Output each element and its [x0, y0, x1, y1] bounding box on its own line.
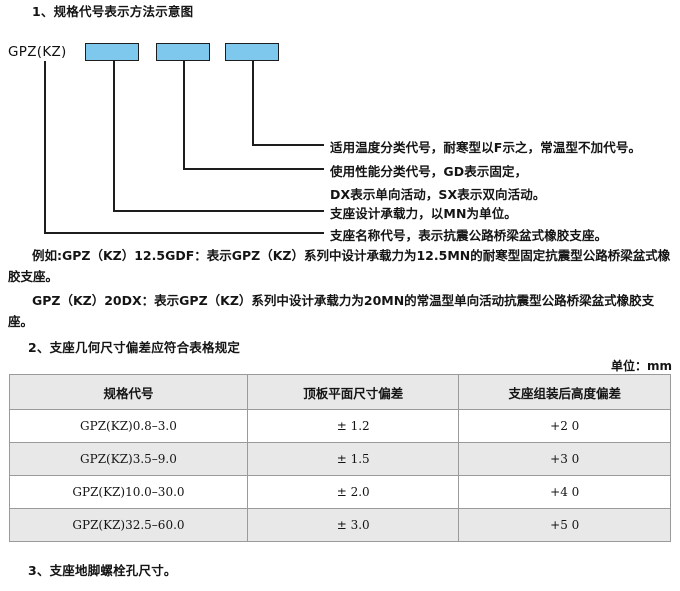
leader-line-2-vertical — [113, 61, 115, 211]
cell-height-tolerance: +2 0 — [458, 409, 671, 443]
cell-height-tolerance: +4 0 — [458, 475, 671, 509]
annotation-temperature-class: 适用温度分类代号，耐寒型以F示之，常温型不加代号。 — [330, 140, 642, 155]
annotation-design-load: 支座设计承载力，以MN为单位。 — [330, 206, 517, 221]
cell-spec-code: GPZ(KZ)0.8–3.0 — [9, 409, 248, 443]
leader-line-1-horizontal — [44, 232, 324, 234]
table-row: GPZ(KZ)3.5–9.0 ± 1.5 +3 0 — [9, 442, 671, 476]
example-paragraph-1: 例如:GPZ（KZ）12.5GDF：表示GPZ（KZ）系列中设计承载力为12.5… — [8, 248, 671, 284]
cell-height-tolerance: +3 0 — [458, 442, 671, 476]
table-row: GPZ(KZ)32.5–60.0 ± 3.0 +5 0 — [9, 508, 671, 542]
leader-line-3-vertical — [183, 61, 185, 169]
annotation-performance-class-cont: DX表示单向活动，SX表示双向活动。 — [330, 187, 546, 202]
cell-spec-code: GPZ(KZ)32.5–60.0 — [9, 508, 248, 542]
table-header-assembled-height-tolerance: 支座组装后高度偏差 — [458, 374, 671, 410]
table-header-top-plate-tolerance: 顶板平面尺寸偏差 — [246, 374, 460, 410]
leader-line-1-vertical — [44, 61, 46, 233]
dimension-tolerance-table: 规格代号 顶板平面尺寸偏差 支座组装后高度偏差 GPZ(KZ)0.8–3.0 ±… — [9, 374, 671, 542]
cell-top-plate-tolerance: ± 3.0 — [246, 508, 460, 542]
leader-line-2-horizontal — [113, 210, 324, 212]
cell-top-plate-tolerance: ± 2.0 — [246, 475, 460, 509]
section-2-title: 2、支座几何尺寸偏差应符合表格规定 — [28, 340, 241, 355]
code-label-gpzkz: GPZ(KZ) — [8, 44, 67, 60]
annotation-performance-class: 使用性能分类代号，GD表示固定， — [330, 164, 528, 179]
table-row: GPZ(KZ)0.8–3.0 ± 1.2 +2 0 — [9, 409, 671, 443]
leader-line-3-horizontal — [183, 168, 324, 170]
leader-line-4-horizontal — [252, 144, 324, 146]
table-row: GPZ(KZ)10.0–30.0 ± 2.0 +4 0 — [9, 475, 671, 509]
cell-height-tolerance: +5 0 — [458, 508, 671, 542]
code-box-2 — [156, 43, 210, 61]
cell-spec-code: GPZ(KZ)10.0–30.0 — [9, 475, 248, 509]
spec-code-diagram: GPZ(KZ) 适用温度分类代号，耐寒型以F示之，常温型不加代号。 使用性能分类… — [0, 18, 680, 243]
table-header-row: 规格代号 顶板平面尺寸偏差 支座组装后高度偏差 — [9, 374, 671, 410]
section-3-title: 3、支座地脚螺栓孔尺寸。 — [28, 563, 177, 578]
table-header-spec-code: 规格代号 — [9, 374, 248, 410]
code-box-3 — [225, 43, 279, 61]
section-1-title: 1、规格代号表示方法示意图 — [32, 4, 194, 19]
unit-note: 单位：mm — [610, 359, 672, 373]
leader-line-4-vertical — [252, 61, 254, 145]
code-box-1 — [85, 43, 139, 61]
example-paragraph-2: GPZ（KZ）20DX：表示GPZ（KZ）系列中设计承载力为20MN的常温型单向… — [8, 293, 655, 329]
cell-top-plate-tolerance: ± 1.5 — [246, 442, 460, 476]
cell-top-plate-tolerance: ± 1.2 — [246, 409, 460, 443]
annotation-bearing-name: 支座名称代号，表示抗震公路桥梁盆式橡胶支座。 — [330, 228, 608, 243]
cell-spec-code: GPZ(KZ)3.5–9.0 — [9, 442, 248, 476]
